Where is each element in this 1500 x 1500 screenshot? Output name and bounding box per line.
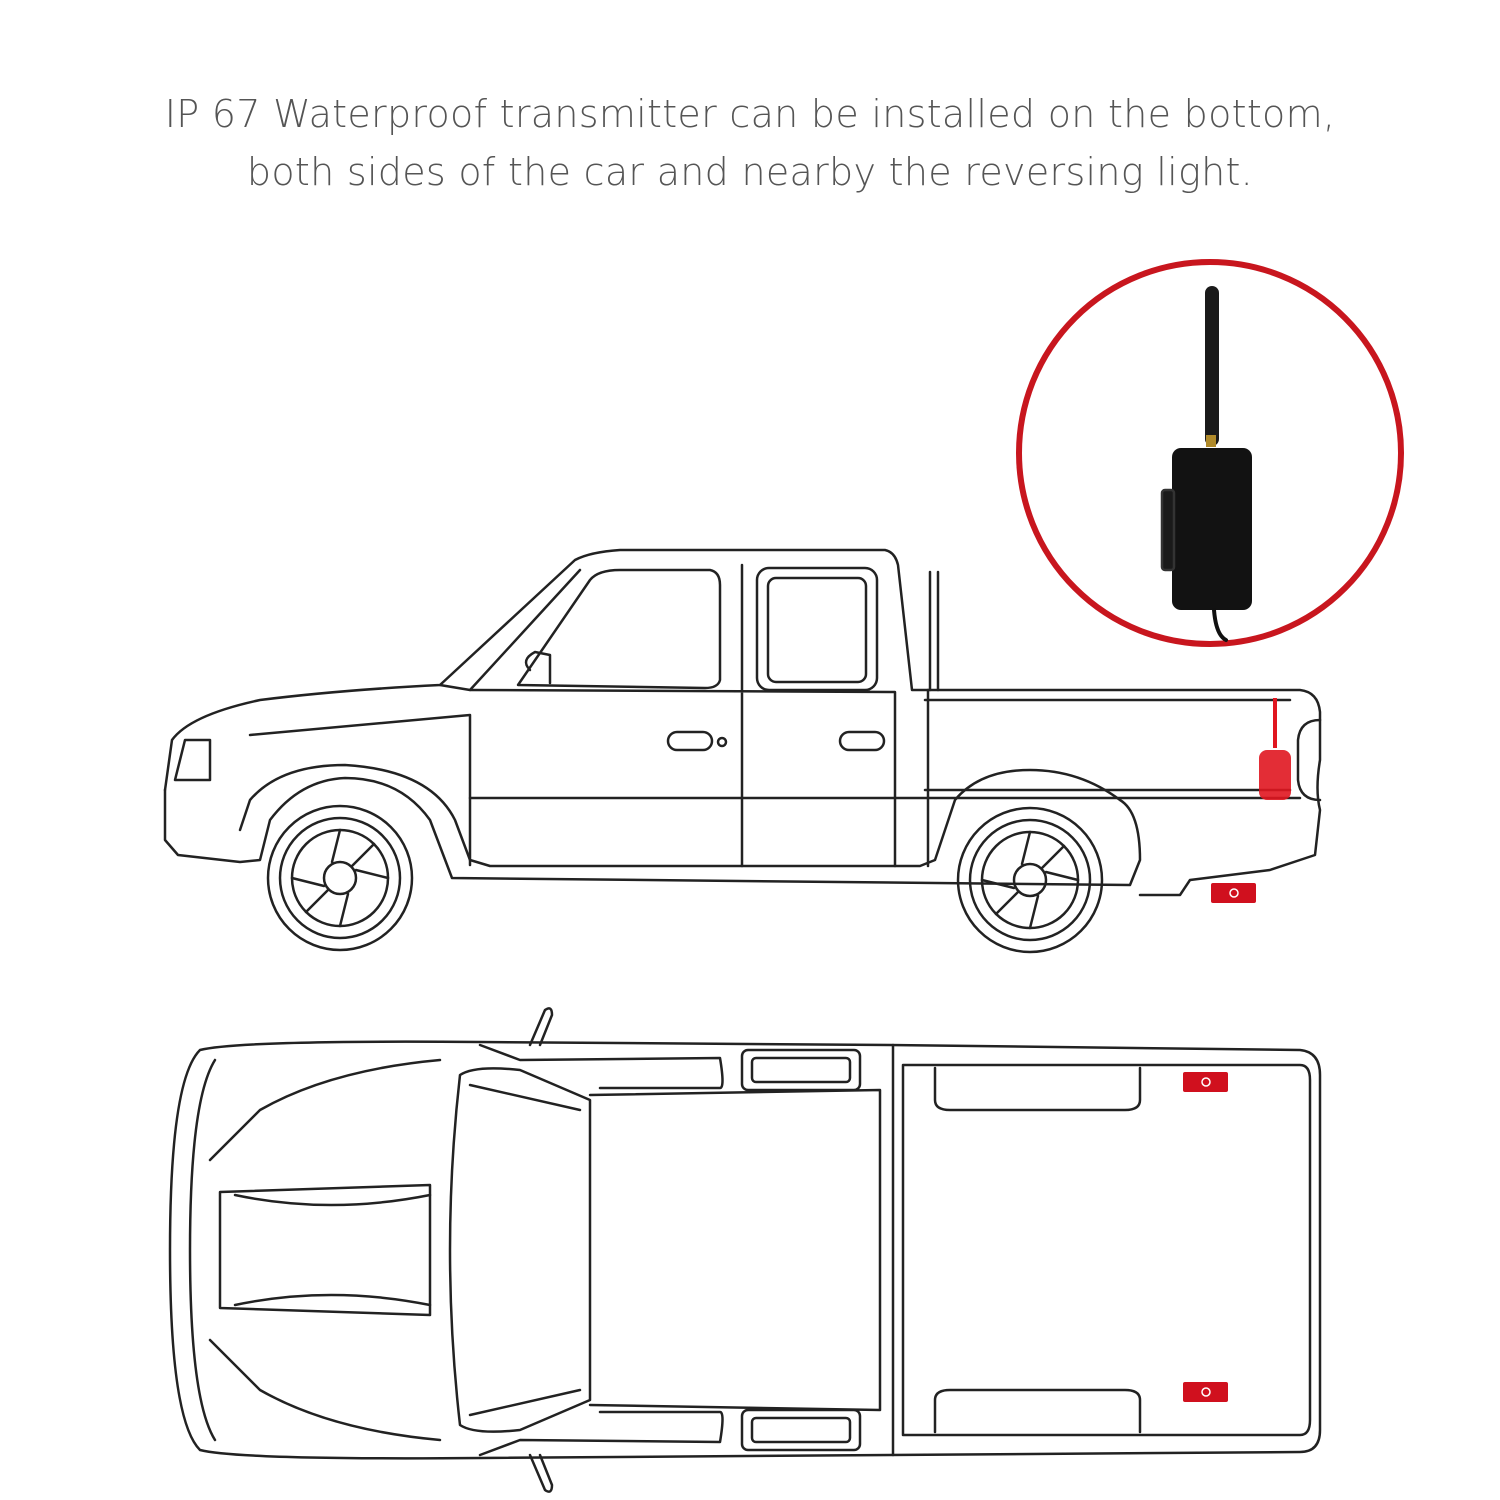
front-wheel (266, 804, 414, 952)
truck-side-view (163, 548, 1322, 954)
transmitter-marker-icon (1183, 1072, 1228, 1092)
transmitter-inset (1016, 259, 1404, 647)
rear-wheel (956, 806, 1104, 954)
caption-line-1: IP 67 Waterproof transmitter can be inst… (164, 92, 1336, 136)
caption-line-2: both sides of the car and nearby the rev… (246, 150, 1254, 194)
truck-top-view (168, 1007, 1322, 1493)
transmitter-photo-icon (1160, 286, 1252, 642)
transmitter-icon (1259, 698, 1291, 800)
transmitter-marker-icon (1211, 883, 1256, 903)
transmitter-marker-icon (1183, 1382, 1228, 1402)
